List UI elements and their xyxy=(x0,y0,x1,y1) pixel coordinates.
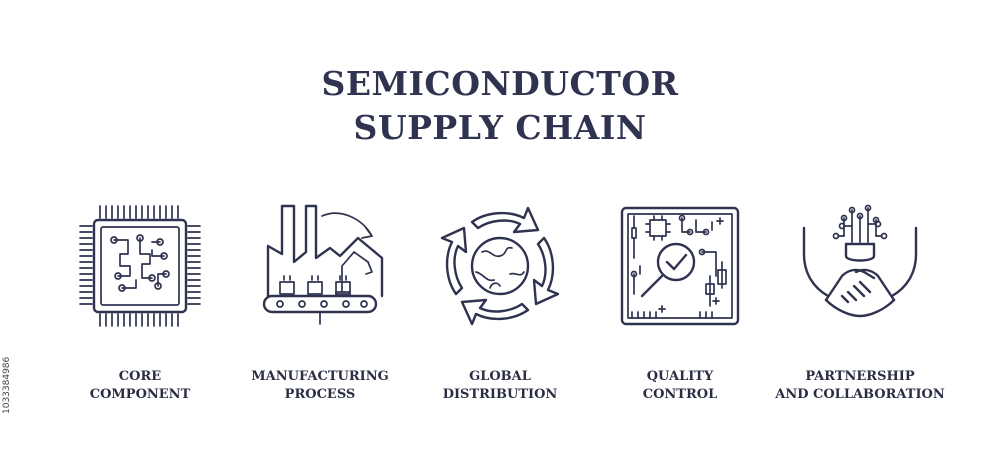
label-manufacturing-process: MANUFACTURING PROCESS xyxy=(251,369,389,402)
factory-icon xyxy=(250,196,390,336)
label-core-component: CORE COMPONENT xyxy=(89,369,191,402)
handshake-icon xyxy=(790,196,930,336)
page-title: SEMICONDUCTOR SUPPLY CHAIN xyxy=(0,62,1000,150)
globe-arrows-icon xyxy=(430,196,570,336)
microchip-icon xyxy=(70,196,210,336)
circuit-magnifier-icon xyxy=(610,196,750,336)
title-line-1: SEMICONDUCTOR xyxy=(321,64,679,103)
stock-id: 1033384986 xyxy=(2,356,12,414)
label-global-distribution: GLOBAL DISTRIBUTION xyxy=(442,369,558,402)
label-partnership-collaboration: PARTNERSHIP AND COLLABORATION xyxy=(775,369,945,402)
label-quality-control: QUALITY CONTROL xyxy=(642,369,718,402)
title-line-2: SUPPLY CHAIN xyxy=(353,108,647,147)
